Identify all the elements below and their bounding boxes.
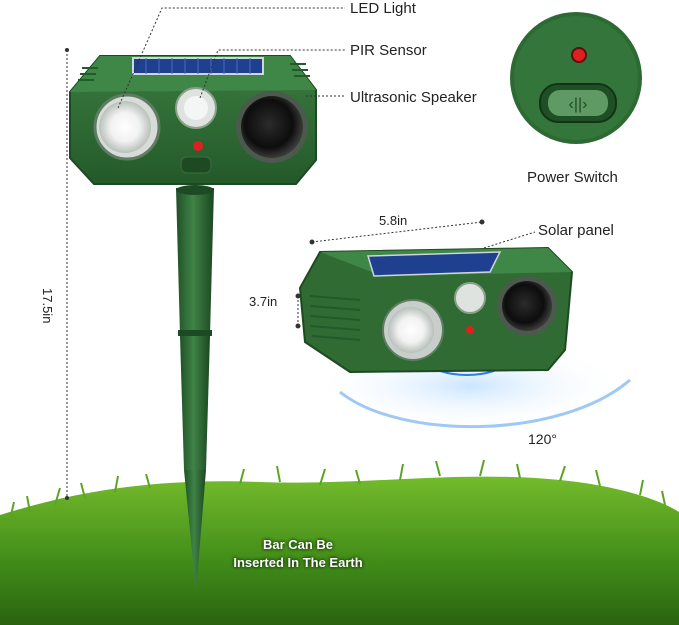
width-dimension: 5.8in	[379, 213, 408, 228]
pir-sensor-label: PIR Sensor	[350, 42, 427, 59]
led-light-front	[99, 101, 151, 153]
ground-caption-line1: Bar Can Be	[262, 537, 334, 552]
device-front-view	[69, 55, 317, 185]
ultrasonic-speaker-front	[241, 96, 303, 158]
grass-ground	[0, 459, 679, 625]
height-dimension-line	[65, 48, 69, 500]
ultrasonic-speaker-label: Ultrasonic Speaker	[350, 89, 477, 106]
leader-lines	[117, 7, 536, 249]
svg-text:‹||›: ‹||›	[569, 96, 588, 113]
indicator-led	[193, 141, 203, 151]
power-switch-front	[180, 156, 212, 174]
solar-panel-angled	[367, 251, 502, 277]
led-light-label: LED Light	[350, 0, 416, 17]
power-switch-inset: ‹||›	[510, 12, 642, 144]
size-dimension-lines	[295, 219, 485, 329]
power-switch-label: Power Switch	[527, 169, 618, 186]
angle-dimension: 120°	[528, 431, 557, 447]
height-dimension: 17.5in	[40, 288, 55, 324]
depth-dimension: 3.7in	[249, 294, 278, 309]
solar-panel-label: Solar panel	[538, 222, 614, 239]
device-angled-view	[298, 246, 631, 430]
ground-caption-line2: Inserted In The Earth	[233, 555, 363, 570]
ground-stake	[176, 185, 214, 592]
ground-caption: Bar Can Be Inserted In The Earth	[198, 536, 398, 572]
